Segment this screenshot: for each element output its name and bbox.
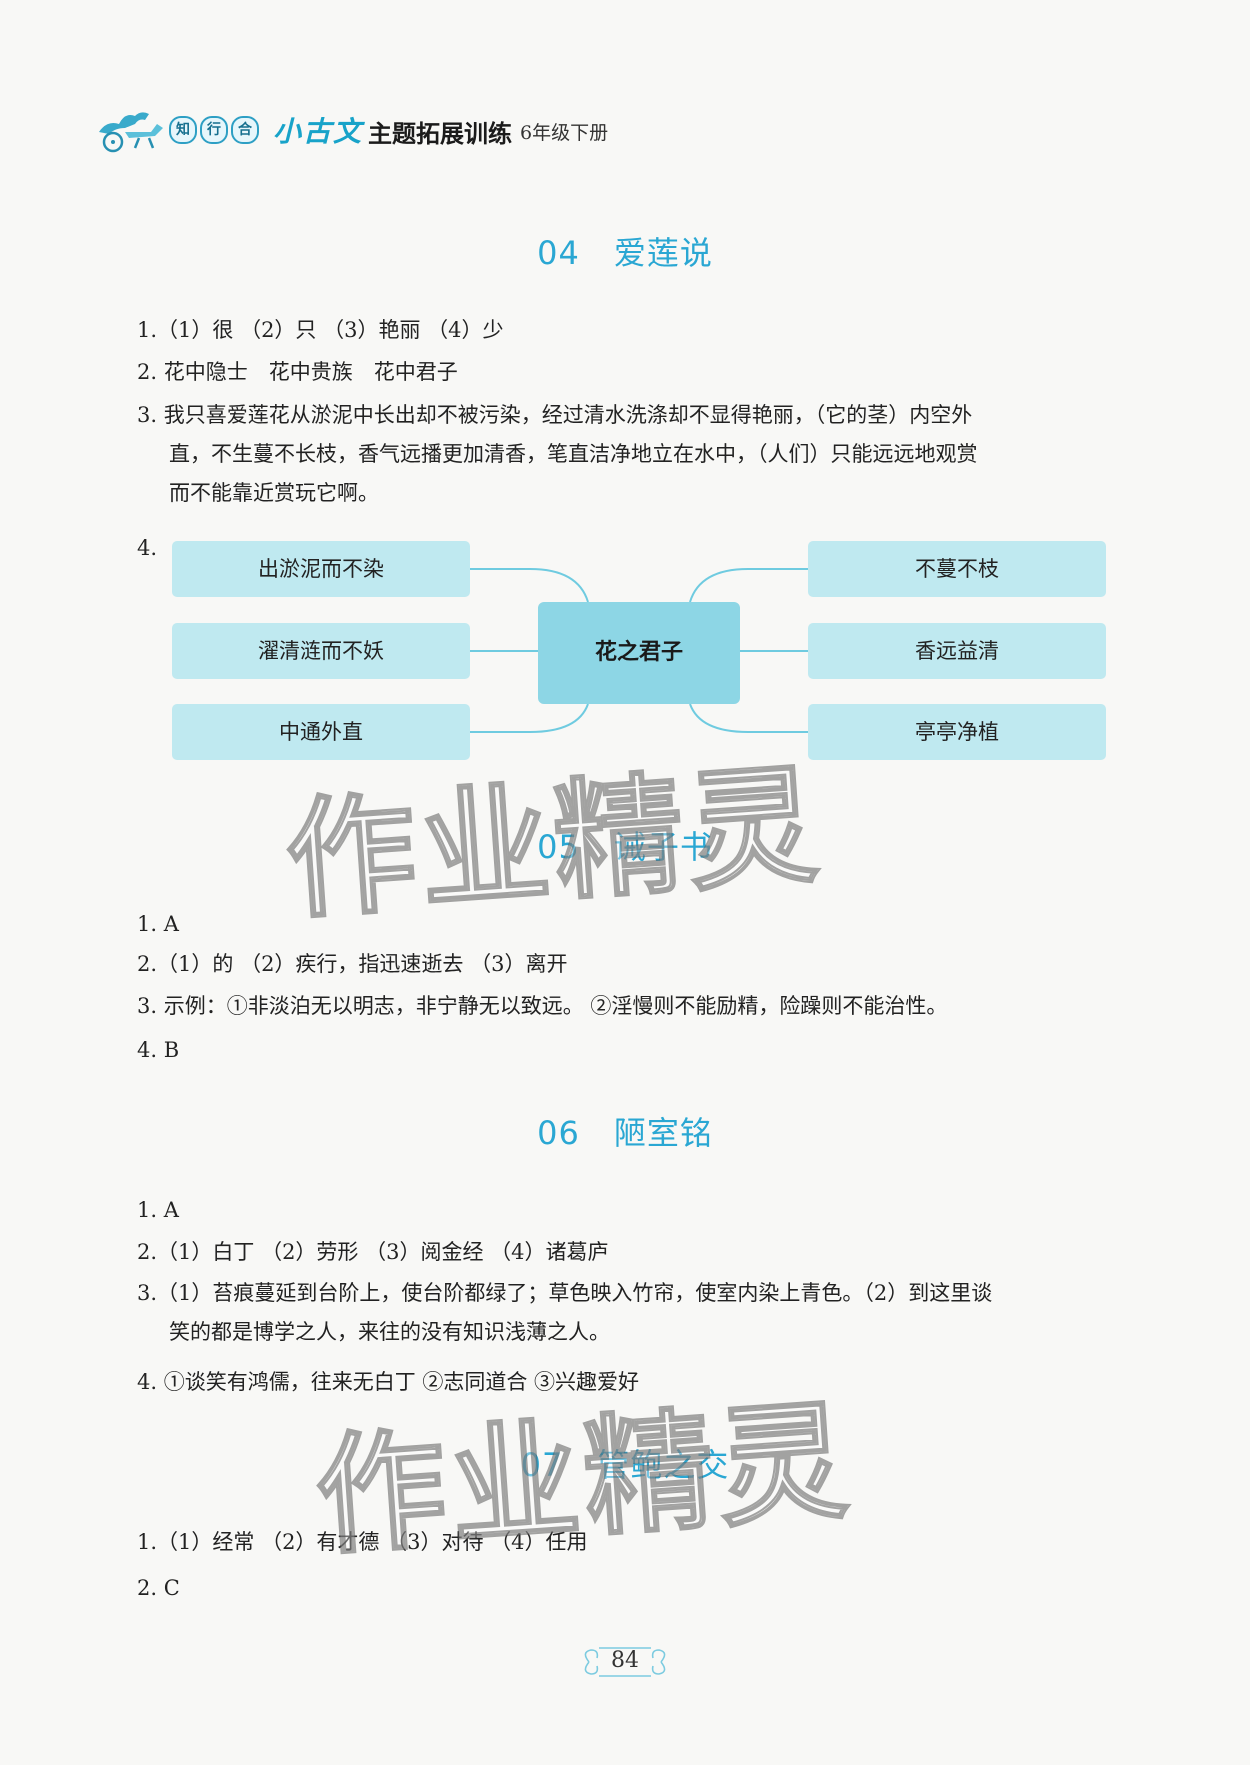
answer-04-4-number: 4. xyxy=(137,536,158,560)
page-number: 84 xyxy=(575,1642,675,1682)
brand-char: 行 xyxy=(200,116,228,144)
answer-06-2: 2.（1）白丁 （2）劳形 （3）阅金经 （4）诸葛庐 xyxy=(137,1240,609,1264)
mindmap-left-node: 濯清涟而不妖 xyxy=(172,623,470,679)
page-number-text: 84 xyxy=(611,1648,639,1673)
section-number: 06 xyxy=(537,1114,580,1152)
grade-label: 6年级下册 xyxy=(520,122,609,144)
mindmap-right-node: 亭亭净植 xyxy=(808,704,1106,760)
section-number: 07 xyxy=(520,1446,564,1484)
section-name: 诫子书 xyxy=(613,828,713,866)
answer-06-3: 3.（1）苔痕蔓延到台阶上，使台阶都绿了；草色映入竹帘，使室内染上青色。（2）到… xyxy=(137,1274,1127,1352)
answer-05-4: 4. B xyxy=(137,1038,180,1062)
answer-05-2: 2.（1）的 （2）疾行，指迅速逝去 （3）离开 xyxy=(137,952,568,976)
answer-05-1: 1. A xyxy=(137,912,179,936)
answer-04-1: 1.（1）很 （2）只 （3）艳丽 （4）少 xyxy=(137,318,504,342)
mindmap-right-node: 不蔓不枝 xyxy=(808,541,1106,597)
section-name: 陋室铭 xyxy=(613,1114,713,1152)
mindmap-left-node: 中通外直 xyxy=(172,704,470,760)
answer-line: 而不能靠近赏玩它啊。 xyxy=(169,481,379,505)
answer-06-1: 1. A xyxy=(137,1198,179,1222)
watermark: 作业精灵 xyxy=(280,747,827,938)
answer-line: 3.（1）苔痕蔓延到台阶上，使台阶都绿了；草色映入竹帘，使室内染上青色。（2）到… xyxy=(137,1281,993,1305)
book-header: 知 行 合 小古文 主题拓展训练 6年级下册 xyxy=(95,100,695,160)
brand-char: 知 xyxy=(169,116,197,144)
horse-cart-icon xyxy=(99,112,163,153)
section-number: 05 xyxy=(537,828,580,866)
series-title: 主题拓展训练 xyxy=(368,120,512,148)
section-title-04: 04 爱莲说 xyxy=(0,228,1250,274)
watermark: 作业精灵 xyxy=(310,1383,857,1574)
section-name: 管鲍之交 xyxy=(597,1446,730,1484)
page-number-ornament xyxy=(584,1647,666,1677)
answer-07-1: 1.（1）经常 （2）有才德 （3）对待 （4）任用 xyxy=(137,1530,588,1554)
answer-06-4: 4. ①谈笑有鸿儒，往来无白丁 ②志同道合 ③兴趣爱好 xyxy=(137,1370,640,1394)
answer-line: 3. 我只喜爱莲花从淤泥中长出却不被污染，经过清水洗涤却不显得艳丽，（它的茎）内… xyxy=(137,403,973,427)
section-title-05: 05 诫子书 xyxy=(0,822,1250,868)
section-title-07: 07 管鲍之交 xyxy=(0,1440,1250,1486)
mindmap-right-node: 香远益清 xyxy=(808,623,1106,679)
mindmap-center-node: 花之君子 xyxy=(538,602,740,704)
answer-05-3: 3. 示例：①非淡泊无以明志，非宁静无以致远。 ②淫慢则不能励精，险躁则不能治性… xyxy=(137,994,948,1018)
brand-script-title: 小古文 xyxy=(273,115,364,148)
answer-04-3: 3. 我只喜爱莲花从淤泥中长出却不被污染，经过清水洗涤却不显得艳丽，（它的茎）内… xyxy=(137,396,1127,513)
section-number: 04 xyxy=(537,234,580,272)
answer-line: 笑的都是博学之人，来往的没有知识浅薄之人。 xyxy=(169,1320,610,1344)
brand-badges: 知 行 合 xyxy=(169,116,259,144)
mindmap-left-node: 出淤泥而不染 xyxy=(172,541,470,597)
answer-07-2: 2. C xyxy=(137,1576,180,1600)
brand-char: 合 xyxy=(231,116,259,144)
section-title-06: 06 陋室铭 xyxy=(0,1108,1250,1154)
answer-line: 直，不生蔓不长枝，香气远播更加清香，笔直洁净地立在水中，（人们）只能远远地观赏 xyxy=(169,442,978,466)
answer-04-2: 2. 花中隐士 花中贵族 花中君子 xyxy=(137,360,458,384)
section-name: 爱莲说 xyxy=(613,234,713,272)
